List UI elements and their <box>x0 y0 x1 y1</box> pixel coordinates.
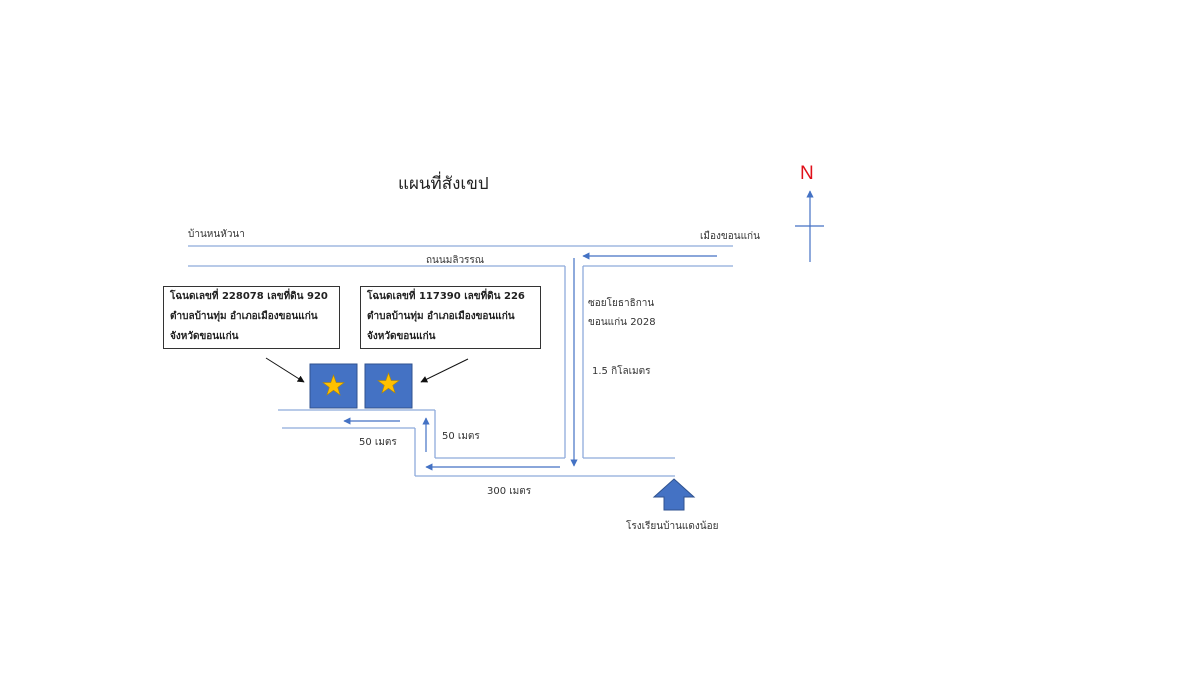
map-title: แผนที่สังเขป <box>398 174 489 194</box>
deed-1-line-3: จังหวัดขอนแก่น <box>170 331 239 342</box>
star-icon <box>322 374 345 396</box>
label-soi-name-2: ขอนแก่น 2028 <box>588 317 656 328</box>
up-arrow-icon <box>652 478 696 511</box>
plot-pointers <box>265 357 469 383</box>
direction-arrows <box>343 252 717 471</box>
deed-2-line-3: จังหวัดขอนแก่น <box>367 331 436 342</box>
label-road-mliwan: ถนนมลิวรรณ <box>426 255 485 266</box>
label-school: โรงเรียนบ้านแดงน้อย <box>626 521 719 532</box>
land-plot-2 <box>364 363 413 409</box>
label-road-top-right: เมืองขอนแก่น <box>700 231 760 242</box>
deed-box-1: โฉนดเลขที่ 228078 เลขที่ดิน 920 ตำบลบ้าน… <box>163 286 340 349</box>
deed-box-2: โฉนดเลขที่ 117390 เลขที่ดิน 226 ตำบลบ้าน… <box>360 286 541 349</box>
land-plot-1 <box>309 363 358 409</box>
label-distance-50-up: 50 เมตร <box>442 431 480 442</box>
deed-1-line-1: โฉนดเลขที่ 228078 เลขที่ดิน 920 <box>170 291 328 302</box>
label-soi-name-1: ซอยโยธาธิกาน <box>588 298 655 309</box>
label-distance-50-left: 50 เมตร <box>359 437 397 448</box>
pointer-plot-2 <box>420 358 469 383</box>
deed-2-line-2: ตำบลบ้านทุ่ม อำเภอเมืองขอนแก่น <box>367 311 515 322</box>
compass-arrow-icon <box>795 190 824 262</box>
label-distance-300: 300 เมตร <box>487 486 532 497</box>
roads <box>188 245 733 477</box>
label-distance-soi: 1.5 กิโลเมตร <box>592 366 651 377</box>
star-icon <box>377 372 400 394</box>
deed-2-line-1: โฉนดเลขที่ 117390 เลขที่ดิน 226 <box>367 291 525 302</box>
deed-1-line-2: ตำบลบ้านทุ่ม อำเภอเมืองขอนแก่น <box>170 311 318 322</box>
north-label: N <box>800 163 814 184</box>
pointer-plot-1 <box>265 357 305 383</box>
label-road-top-left: บ้านหนหัวนา <box>188 229 245 240</box>
